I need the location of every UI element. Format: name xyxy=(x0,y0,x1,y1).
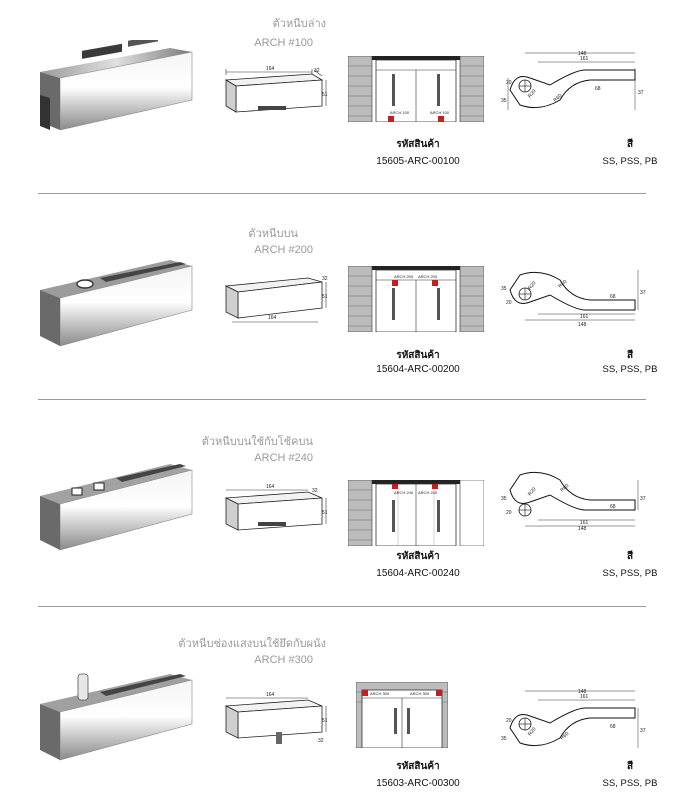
door-installation-drawing: ARCH 240 ARCH 240 xyxy=(348,480,484,546)
section-dim-h: R60 xyxy=(559,483,570,494)
section-profile-drawing: 148 161 68 37 35 20 R20 R60 xyxy=(501,689,646,748)
section-dim-c: 68 xyxy=(595,86,601,92)
product-colors: SS, PSS, PB xyxy=(602,156,658,167)
product-section-arch-100: ตัวหนีบล่าง ARCH #100 164 32 51 xyxy=(0,0,683,200)
product-code-label: รหัสสินค้า xyxy=(396,551,440,562)
dim-side-label: 32 xyxy=(322,276,328,282)
door-label-right: ARCH 100 xyxy=(430,110,450,115)
section-dim-h: R60 xyxy=(552,93,563,104)
product-photo xyxy=(40,673,193,761)
section-dim-g: R20 xyxy=(527,486,538,497)
product-thai-name: ตัวหนีบล่าง xyxy=(272,18,326,30)
section-dim-g: R20 xyxy=(527,726,538,737)
product-colors: SS, PSS, PB xyxy=(602,778,658,789)
section-dim-c: 68 xyxy=(610,294,616,300)
section-dim-e: 35 xyxy=(501,98,507,104)
door-label-left: ARCH 300 xyxy=(370,691,390,696)
product-thai-name: ตัวหนีบช่องแสงบนใช้ยึดกับผนัง xyxy=(178,638,326,650)
dim-height-label: 51 xyxy=(322,294,328,300)
dim-top-label: 164 xyxy=(268,315,277,321)
section-dim-g: R20 xyxy=(527,88,538,99)
dim-height-label: 51 xyxy=(322,92,328,98)
dim-top-label: 164 xyxy=(266,66,275,72)
section-dim-d: 37 xyxy=(640,728,646,734)
section-dim-c: 68 xyxy=(610,504,616,510)
product-model: ARCH #240 xyxy=(254,452,313,464)
product-color-label: สี xyxy=(626,551,634,562)
section-divider xyxy=(38,399,646,400)
product-thai-name: ตัวหนีบบนใช้กับโช้คบน xyxy=(201,436,313,448)
section-dim-a: 148 xyxy=(578,51,587,57)
section-dim-d: 37 xyxy=(640,496,646,502)
dim-side-label: 32 xyxy=(318,738,324,744)
dim-side-label: 32 xyxy=(314,68,320,74)
door-installation-drawing: ARCH 300 ARCH 300 xyxy=(356,682,448,748)
door-label-right: ARCH 300 xyxy=(410,691,430,696)
door-label-right: ARCH 200 xyxy=(418,274,438,279)
door-label-right: ARCH 240 xyxy=(418,490,438,495)
dimension-drawing: 164 32 51 xyxy=(224,692,328,744)
product-color-label: สี xyxy=(626,350,634,361)
dim-top-label: 164 xyxy=(266,484,275,490)
product-code-label: รหัสสินค้า xyxy=(396,139,440,150)
product-code-label: รหัสสินค้า xyxy=(396,350,440,361)
section-dim-g: R20 xyxy=(527,280,538,291)
section-dim-c: 68 xyxy=(610,724,616,730)
section-dim-e: 35 xyxy=(501,496,507,502)
section-dim-f: 20 xyxy=(506,300,512,306)
product-section-arch-200: ตัวหนีบบน ARCH #200 164 32 51 xyxy=(0,200,683,400)
section-dim-f: 20 xyxy=(506,80,512,86)
section-dim-b: 161 xyxy=(580,520,589,526)
product-section-arch-240: ตัวหนีบบนใช้กับโช้คบน ARCH #240 164 32 5… xyxy=(0,400,683,600)
product-colors: SS, PSS, PB xyxy=(602,568,658,579)
section-profile-drawing: 148 161 68 37 35 20 R20 R60 xyxy=(501,270,646,328)
door-label-left: ARCH 100 xyxy=(390,110,410,115)
product-model: ARCH #200 xyxy=(254,244,313,256)
section-dim-b: 161 xyxy=(580,694,589,700)
door-installation-drawing: ARCH 100 ARCH 100 xyxy=(348,56,484,122)
dimension-drawing: 164 32 51 xyxy=(224,66,328,113)
section-divider xyxy=(38,193,646,194)
dimension-drawing: 164 32 51 xyxy=(224,484,328,531)
section-dim-h: R60 xyxy=(557,279,568,290)
section-dim-e: 35 xyxy=(501,736,507,742)
section-divider xyxy=(38,606,646,607)
product-photo xyxy=(40,260,193,347)
product-model: ARCH #100 xyxy=(254,37,313,49)
dim-height-label: 51 xyxy=(322,718,328,724)
section-dim-h: R60 xyxy=(559,731,570,742)
product-model: ARCH #300 xyxy=(254,654,313,666)
product-code: 15605-ARC-00100 xyxy=(376,156,460,167)
door-label-left: ARCH 240 xyxy=(394,490,414,495)
product-code-label: รหัสสินค้า xyxy=(396,761,440,772)
section-dim-a: 148 xyxy=(578,526,587,530)
section-dim-a: 148 xyxy=(578,322,587,328)
section-dim-e: 35 xyxy=(501,286,507,292)
dim-height-label: 51 xyxy=(322,510,328,516)
section-dim-a: 148 xyxy=(578,689,587,695)
product-section-arch-300: ตัวหนีบช่องแสงบนใช้ยึดกับผนัง ARCH #300 … xyxy=(0,606,683,805)
product-code: 15604-ARC-00200 xyxy=(376,364,460,375)
section-dim-f: 20 xyxy=(506,510,512,516)
section-dim-d: 37 xyxy=(638,90,644,96)
section-dim-b: 161 xyxy=(580,56,589,62)
product-photo xyxy=(40,40,193,131)
product-code: 15603-ARC-00300 xyxy=(376,778,460,789)
section-profile-drawing: 148 161 68 37 35 20 R20 R60 xyxy=(501,471,646,530)
dim-side-label: 32 xyxy=(312,488,318,494)
product-photo xyxy=(40,464,193,551)
door-label-left: ARCH 200 xyxy=(394,274,414,279)
product-code: 15604-ARC-00240 xyxy=(376,568,460,579)
dim-top-label: 164 xyxy=(266,692,275,698)
section-dim-d: 37 xyxy=(640,290,646,296)
product-colors: SS, PSS, PB xyxy=(602,364,658,375)
section-dim-f: 20 xyxy=(506,718,512,724)
product-thai-name: ตัวหนีบบน xyxy=(248,228,298,240)
product-color-label: สี xyxy=(626,139,634,150)
dimension-drawing: 164 32 51 xyxy=(224,276,328,323)
section-profile-drawing: 148 161 68 37 35 20 R20 R60 xyxy=(501,51,644,110)
door-installation-drawing: ARCH 200 ARCH 200 xyxy=(348,266,484,332)
product-color-label: สี xyxy=(626,761,634,772)
section-dim-b: 161 xyxy=(580,314,589,320)
